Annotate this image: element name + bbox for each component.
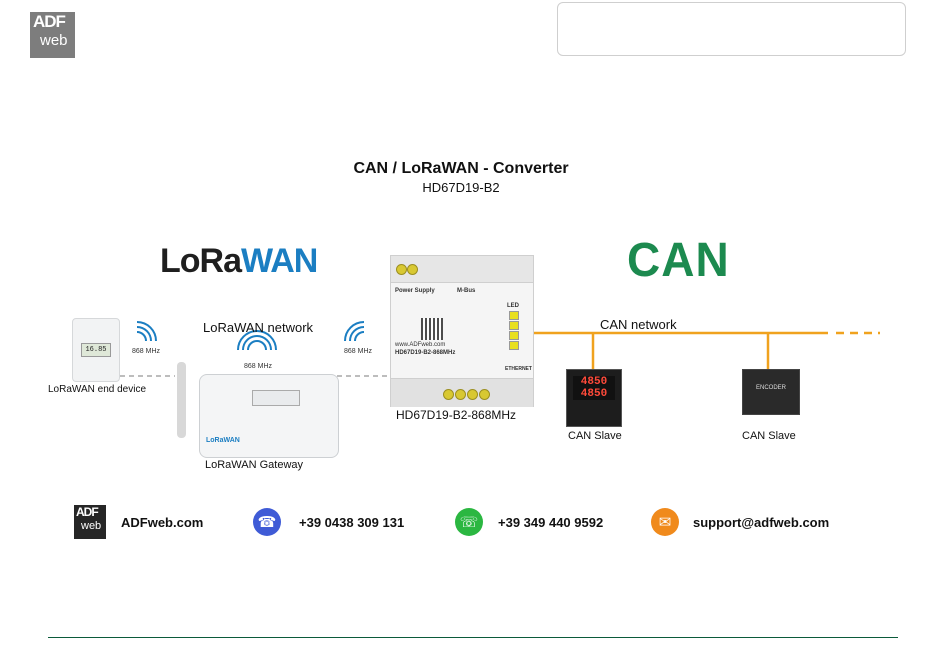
gateway-brand: LoRaWAN [206, 437, 240, 444]
end-device-label: LoRaWAN end device [48, 384, 147, 395]
whatsapp-icon: ☏ [455, 508, 483, 536]
email-icon: ✉ [651, 508, 679, 536]
can-slave-2-label: CAN Slave [742, 430, 796, 442]
diagram-title: CAN / LoRaWAN - Converter [353, 160, 569, 177]
converter-power-label: Power Supply [395, 288, 435, 294]
footer-logo-top: ADF [76, 505, 99, 519]
terminal-screw [467, 389, 478, 400]
terminal-screw [407, 264, 418, 275]
display-bottom-value: 4850 [580, 388, 608, 400]
can-network-label: CAN network [600, 317, 677, 332]
converter-ethernet-label: ETHERNET [505, 366, 532, 372]
freq-label-network: 868 MHz [244, 363, 273, 370]
wireless-icon-converter [344, 321, 365, 342]
freq-label-end-device: 868 MHz [132, 348, 161, 355]
freq-label-converter: 868 MHz [344, 348, 373, 355]
lorawan-gateway: LoRaWAN [199, 374, 339, 458]
gateway-antenna [177, 362, 186, 438]
adfweb-logo: ADF web [30, 12, 75, 58]
can-slave-1-label: CAN Slave [568, 430, 622, 442]
converter-led-label: LED [507, 303, 519, 309]
terminal-screw [396, 264, 407, 275]
converter-device: Power Supply M-Bus LED www.ADFweb.com HD… [390, 255, 534, 407]
lorawan-logo-lora: LoRa [160, 242, 242, 280]
converter-mbus-label: M-Bus [457, 288, 476, 294]
can-logo: CAN [627, 231, 730, 287]
status-led [509, 341, 519, 350]
terminal-screw [455, 389, 466, 400]
gateway-label: LoRaWAN Gateway [205, 459, 304, 471]
status-led [509, 311, 519, 320]
can-slave-2-device: ENCODER [742, 369, 800, 415]
status-led [509, 321, 519, 330]
website-link[interactable]: ADFweb.com [121, 515, 204, 530]
footer-logo-bottom: web [81, 520, 102, 532]
wireless-icon-end-device [136, 321, 157, 342]
logo-bottom-text: web [40, 32, 68, 49]
lorawan-end-device: 16.85 [72, 318, 120, 382]
terminal-screw [479, 389, 490, 400]
gateway-led-panel [252, 390, 300, 406]
lorawan-logo-wan: WAN [241, 242, 318, 280]
converter-model-text: HD67D19-B2-868MHz [395, 350, 456, 356]
diagram-subtitle: HD67D19-B2 [422, 180, 500, 195]
wireless-icon-network [237, 330, 277, 351]
qr-code [421, 318, 443, 340]
converter-web-text: www.ADFweb.com [395, 342, 446, 348]
converter-bottom-terminals [391, 378, 533, 407]
end-device-display: 16.85 [81, 343, 111, 357]
can-slave-1-device: 4850 4850 [566, 369, 622, 427]
status-led [509, 331, 519, 340]
logo-top-text: ADF [33, 12, 66, 31]
whatsapp-number[interactable]: +39 349 440 9592 [498, 515, 604, 530]
encoder-text: ENCODER [755, 385, 786, 391]
display-top-value: 4850 [580, 376, 608, 388]
footer-rule [48, 637, 898, 638]
converter-top-terminals [391, 256, 533, 283]
footer-adfweb-logo: ADF web [74, 505, 106, 539]
terminal-screw [443, 389, 454, 400]
can-slave-1-display: 4850 4850 [573, 376, 615, 400]
lorawan-logo: LoRaWAN [160, 242, 318, 281]
header-info-box [557, 2, 906, 56]
converter-label: HD67D19-B2-868MHz [396, 408, 517, 422]
email-link[interactable]: support@adfweb.com [693, 515, 830, 530]
lorawan-network-label: LoRaWAN network [203, 320, 314, 335]
phone-icon: ☎ [253, 508, 281, 536]
phone-number[interactable]: +39 0438 309 131 [299, 515, 405, 530]
